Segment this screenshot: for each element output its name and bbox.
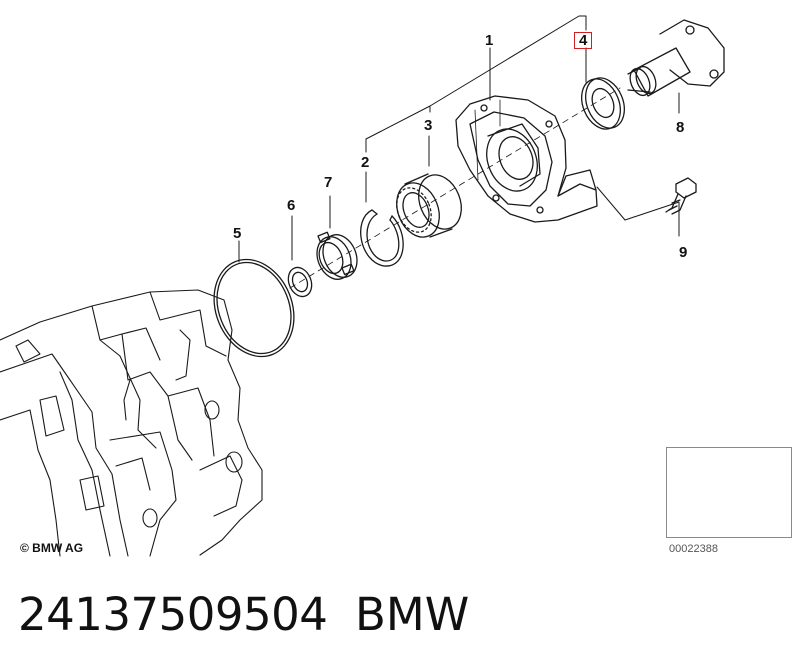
part-2-circlip bbox=[360, 209, 404, 267]
part-1-housing-cover bbox=[455, 95, 598, 223]
callout-1: 1 bbox=[485, 32, 494, 49]
callout-8: 8 bbox=[676, 119, 685, 136]
transmission-casing bbox=[0, 289, 263, 557]
callout-2: 2 bbox=[361, 154, 370, 171]
part-5-o-ring bbox=[213, 258, 295, 358]
vehicle-thumbnail-frame bbox=[666, 447, 792, 538]
part-3-bearing bbox=[396, 173, 462, 238]
part-9-bolt bbox=[665, 177, 697, 215]
part-6-seal-ring bbox=[287, 266, 313, 298]
diagram-number: 00022388 bbox=[669, 543, 718, 555]
part-7-slotted-nut bbox=[316, 231, 358, 280]
part-4-shaft-seal bbox=[581, 77, 625, 130]
callout-9: 9 bbox=[679, 244, 688, 261]
part-8-sensor bbox=[627, 19, 725, 97]
callout-4: 4 bbox=[579, 32, 588, 49]
leader-lines bbox=[238, 15, 680, 289]
callout-6: 6 bbox=[287, 197, 296, 214]
highlighted-callout-box bbox=[574, 32, 592, 49]
callout-7: 7 bbox=[324, 174, 333, 191]
copyright-notice: © BMW AG bbox=[20, 541, 84, 555]
callout-3: 3 bbox=[424, 117, 433, 134]
part-number: 24137509504 bbox=[18, 588, 328, 641]
brand-name: BMW bbox=[355, 588, 470, 641]
callout-5: 5 bbox=[233, 225, 242, 242]
